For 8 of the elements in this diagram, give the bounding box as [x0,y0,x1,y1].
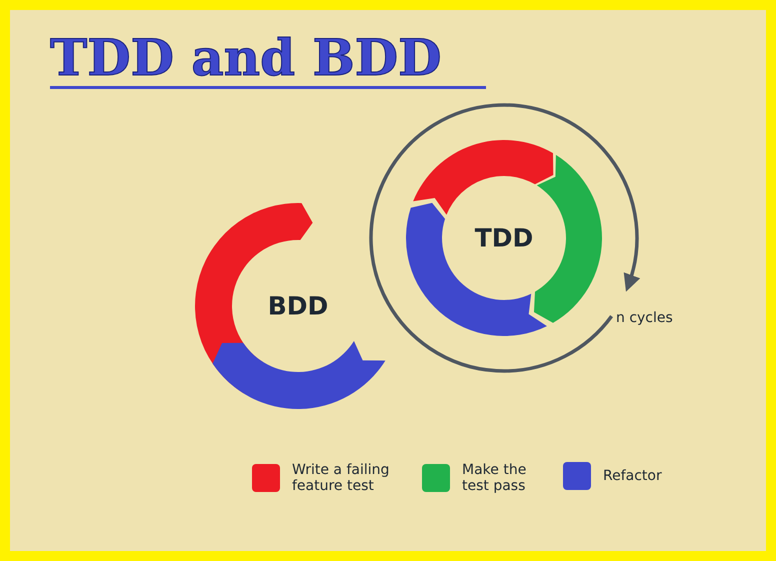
ring-label: TDD [474,224,534,252]
legend-text: Refactor [603,468,663,484]
annotation-text: n cycles [616,310,673,326]
ring-label: BDD [268,292,328,320]
legend-text: Write a failing feature test [292,462,390,494]
diagram-title: TDD and BDD [50,30,486,89]
legend-text: Make the test pass [462,462,528,494]
cycle-ring [406,140,602,336]
